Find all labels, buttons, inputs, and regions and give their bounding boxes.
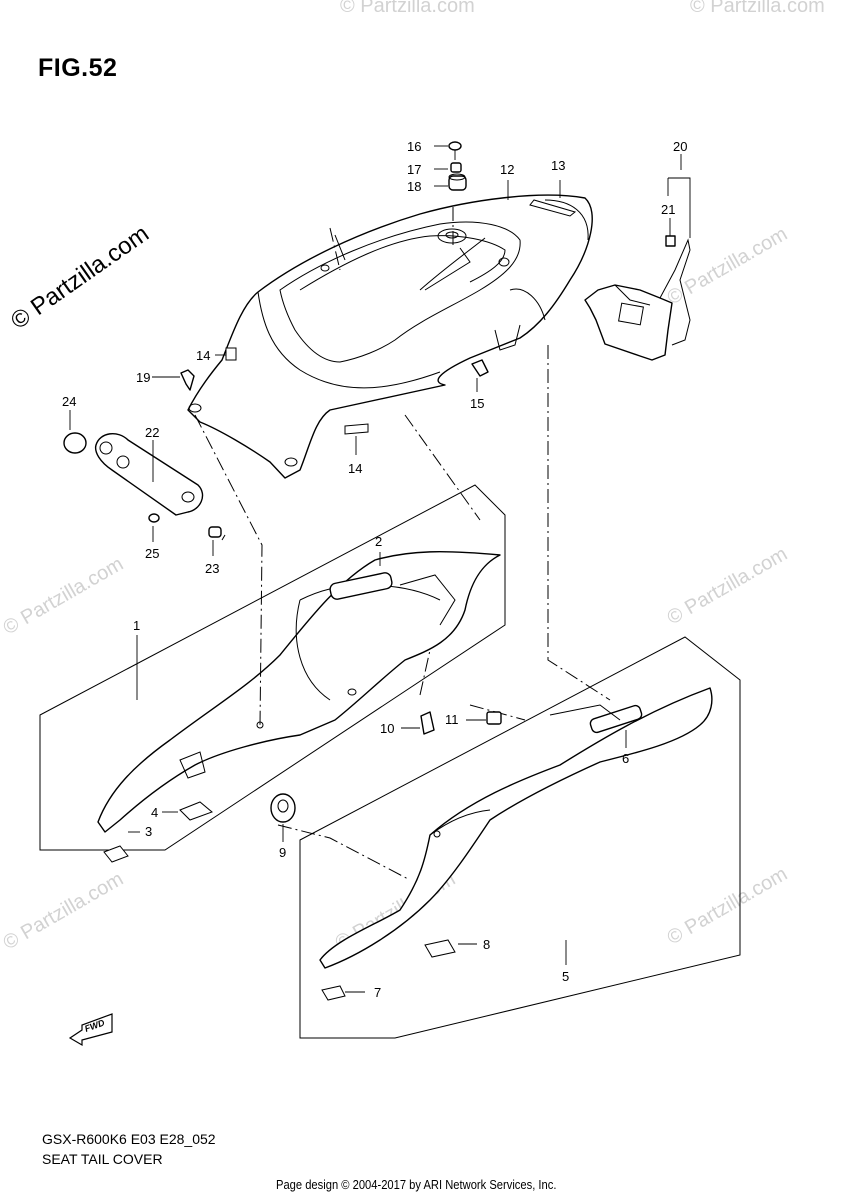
callout-6: 6 [622, 751, 629, 766]
nut-11 [486, 711, 502, 725]
screw-23 [208, 526, 222, 538]
grommet-9 [270, 793, 296, 823]
callout-16: 16 [407, 139, 421, 154]
callout-18: 18 [407, 179, 421, 194]
partzilla-watermark: © Partzilla.com [6, 220, 154, 335]
watermark-text: © Partzilla.com [690, 0, 825, 17]
callout-12: 12 [500, 162, 514, 177]
figure-title: FIG.52 [38, 54, 118, 82]
left-side-cover-group [39, 484, 506, 863]
grommet-18 [448, 173, 467, 191]
watermark-text: © Partzilla.com [340, 0, 475, 17]
callout-10: 10 [380, 721, 394, 736]
model-code: GSX-R600K6 E03 E28_052 [42, 1131, 216, 1147]
callout-8: 8 [483, 937, 490, 952]
watermark-text: © Partzilla.com [0, 553, 127, 639]
hardware [63, 141, 502, 823]
seat-tail-upper-cover [187, 194, 593, 479]
callout-11: 11 [445, 712, 459, 727]
callout-9: 9 [279, 845, 286, 860]
washer-17 [450, 162, 462, 173]
callout-4: 4 [151, 805, 158, 820]
callout-24: 24 [62, 394, 76, 409]
callout-14-upper: 14 [196, 348, 210, 363]
callout-14-lower: 14 [348, 461, 362, 476]
watermark-text: © Partzilla.com [664, 863, 792, 949]
callout-19: 19 [136, 370, 150, 385]
screw-25 [148, 513, 160, 523]
forward-arrow-icon: FWD [68, 1013, 113, 1047]
callout-13: 13 [551, 158, 565, 173]
page-credit: Page design © 2004-2017 by ARI Network S… [276, 1177, 557, 1192]
leaders [69, 145, 691, 993]
callout-20: 20 [673, 139, 687, 154]
callout-23: 23 [205, 561, 219, 576]
callout-labels: 16 17 18 12 13 20 21 14 19 14 15 24 22 2… [62, 139, 687, 1000]
label-14-upper [225, 347, 237, 361]
diagram-caption: SEAT TAIL COVER [42, 1151, 163, 1167]
watermark-text: © Partzilla.com [664, 543, 792, 629]
screw-16 [448, 141, 462, 160]
screw-10 [420, 711, 435, 735]
callout-21: 21 [661, 202, 675, 217]
screw-19 [180, 369, 195, 391]
watermark-text: © Partzilla.com [0, 868, 127, 954]
label-14-lower [344, 423, 369, 435]
callout-25: 25 [145, 546, 159, 561]
callout-2: 2 [375, 534, 382, 549]
callout-1: 1 [133, 618, 140, 633]
cap-24 [63, 432, 87, 454]
callout-7: 7 [374, 985, 381, 1000]
bracket-22 [94, 433, 204, 516]
callout-15: 15 [470, 396, 484, 411]
right-side-cover-group [299, 636, 741, 1039]
callout-5: 5 [562, 969, 569, 984]
rear-bracket [584, 235, 691, 361]
callout-3: 3 [145, 824, 152, 839]
callout-22: 22 [145, 425, 159, 440]
watermark-text: © Partzilla.com [664, 223, 792, 309]
screw-15 [471, 359, 489, 377]
callout-17: 17 [407, 162, 421, 177]
